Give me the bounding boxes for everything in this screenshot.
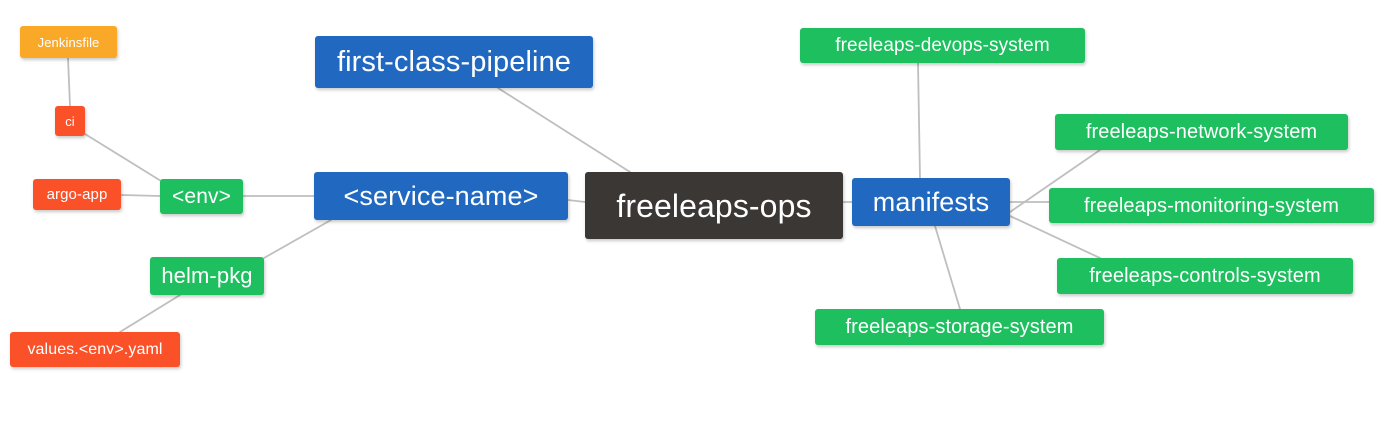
node-env[interactable]: <env> <box>160 179 243 214</box>
edge-argo-app-to-env <box>120 194 161 197</box>
edge-manifests-to-devops-system <box>917 62 921 179</box>
node-devops-system[interactable]: freeleaps-devops-system <box>800 28 1085 63</box>
node-first-class-pipeline[interactable]: first-class-pipeline <box>315 36 593 88</box>
edge-service-name-to-freeleaps-ops <box>567 199 586 203</box>
node-network-system[interactable]: freeleaps-network-system <box>1055 114 1348 150</box>
node-service-name[interactable]: <service-name> <box>314 172 568 220</box>
node-freeleaps-ops[interactable]: freeleaps-ops <box>585 172 843 239</box>
edge-manifests-to-storage-system <box>934 225 961 310</box>
edge-first-class-pipeline-to-freeleaps-ops <box>497 87 631 173</box>
edge-ci-to-env <box>84 133 162 182</box>
node-values-yaml[interactable]: values.<env>.yaml <box>10 332 180 367</box>
node-manifests[interactable]: manifests <box>852 178 1010 226</box>
edge-service-name-to-helm-pkg <box>263 219 332 259</box>
node-argo-app[interactable]: argo-app <box>33 179 121 210</box>
edge-helm-pkg-to-values-yaml <box>119 294 181 333</box>
node-controls-system[interactable]: freeleaps-controls-system <box>1057 258 1353 294</box>
node-ci[interactable]: ci <box>55 106 85 136</box>
edge-jenkinsfile-to-ci <box>67 57 71 107</box>
node-storage-system[interactable]: freeleaps-storage-system <box>815 309 1104 345</box>
node-jenkinsfile[interactable]: Jenkinsfile <box>20 26 117 58</box>
node-helm-pkg[interactable]: helm-pkg <box>150 257 264 295</box>
node-monitoring-system[interactable]: freeleaps-monitoring-system <box>1049 188 1374 223</box>
